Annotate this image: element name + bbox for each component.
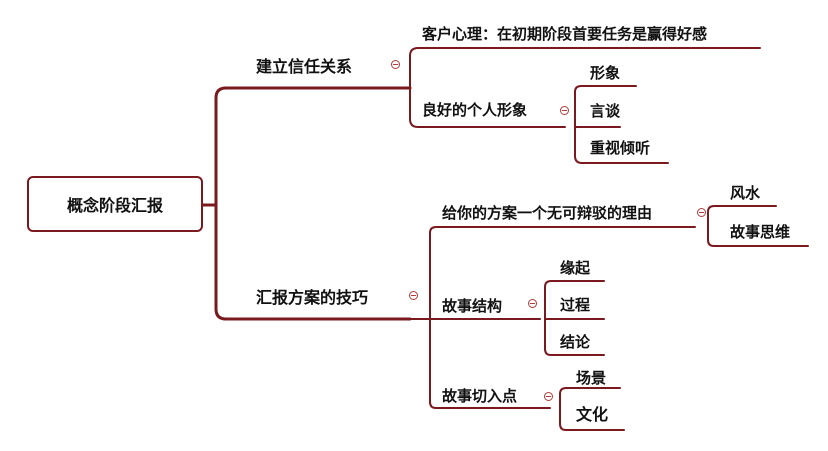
leaf-label: 文化 [576, 405, 609, 424]
leaf-label: 风水 [730, 184, 761, 202]
collapse-toggle-icon[interactable] [544, 392, 553, 401]
connector-leaf-fengshui [707, 205, 777, 228]
leaf-node[interactable]: 结论 [560, 332, 590, 352]
leaf-label: 结论 [560, 333, 591, 351]
connector-leaf-jielun [544, 318, 605, 356]
connector-leaf-gushisiwei [707, 226, 809, 247]
node-label: 客户心理：在初期阶段首要任务是赢得好感 [422, 25, 708, 43]
leaf-node[interactable]: 场景 [576, 368, 606, 388]
connector-image [409, 87, 566, 128]
collapse-toggle-icon[interactable] [560, 106, 569, 115]
collapse-toggle-icon[interactable] [409, 291, 418, 300]
leaf-node[interactable]: 故事思维 [730, 222, 790, 242]
collapse-toggle-icon[interactable] [697, 208, 706, 217]
branch-label: 汇报方案的技巧 [256, 288, 369, 307]
leaf-label: 过程 [560, 296, 591, 314]
leaf-label: 故事思维 [730, 223, 791, 241]
node-label: 故事结构 [442, 297, 503, 315]
connector-leaf-xingxiang [574, 85, 637, 128]
connector-entry [429, 318, 551, 409]
root-node[interactable]: 概念阶段汇报 [27, 176, 203, 232]
collapse-toggle-icon[interactable] [391, 60, 400, 69]
connector-psychology [409, 47, 761, 89]
node-structure[interactable]: 故事结构 [442, 296, 502, 316]
node-label: 良好的个人形象 [422, 101, 528, 119]
node-label: 故事切入点 [442, 387, 518, 405]
node-entry[interactable]: 故事切入点 [442, 386, 517, 406]
leaf-node[interactable]: 风水 [730, 183, 760, 203]
node-psychology[interactable]: 客户心理：在初期阶段首要任务是赢得好感 [422, 24, 707, 44]
leaf-label: 言谈 [590, 102, 621, 120]
connector-leaf-yuanqi [544, 280, 605, 320]
node-label: 给你的方案一个无可辩驳的理由 [442, 204, 653, 222]
trunk-main [214, 86, 228, 321]
root-label: 概念阶段汇报 [66, 196, 163, 215]
connector-reason [429, 226, 696, 320]
branch-node-trust[interactable]: 建立信任关系 [256, 57, 352, 77]
leaf-node[interactable]: 形象 [590, 63, 620, 83]
collapse-toggle-icon[interactable] [528, 299, 537, 308]
leaf-label: 缘起 [560, 259, 591, 277]
leaf-label: 场景 [576, 369, 607, 387]
leaf-node[interactable]: 过程 [560, 295, 590, 315]
branch-label: 建立信任关系 [256, 57, 353, 76]
node-reason[interactable]: 给你的方案一个无可辩驳的理由 [442, 203, 652, 223]
connector-leaf-qingting [574, 126, 669, 164]
node-image[interactable]: 良好的个人形象 [422, 100, 527, 120]
branch-node-skills[interactable]: 汇报方案的技巧 [256, 288, 368, 308]
leaf-label: 重视倾听 [590, 139, 651, 157]
leaf-node[interactable]: 言谈 [590, 101, 620, 121]
leaf-node[interactable]: 重视倾听 [590, 138, 650, 158]
leaf-node[interactable]: 缘起 [560, 258, 590, 278]
leaf-label: 形象 [590, 64, 621, 82]
connector-leaf-wenhua [559, 407, 625, 431]
connector-leaf-changjing [559, 387, 621, 409]
leaf-node[interactable]: 文化 [576, 405, 608, 425]
